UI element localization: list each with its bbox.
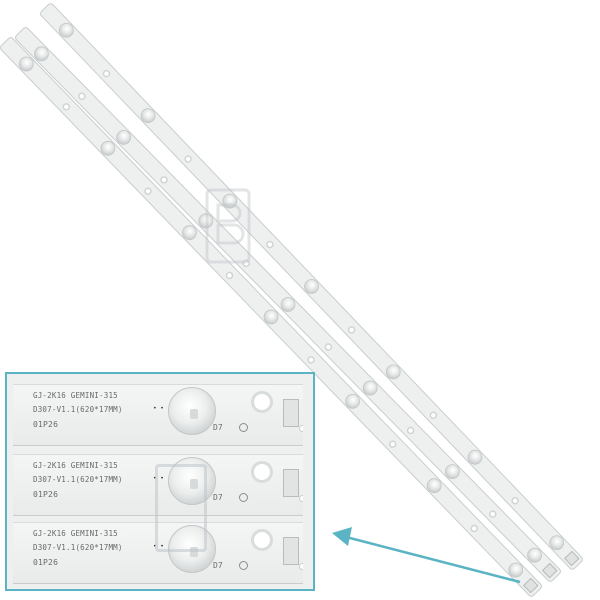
- mounting-hole-icon: [251, 461, 273, 483]
- mounting-hole-icon: [266, 240, 274, 249]
- mounting-hole-icon: [406, 426, 415, 435]
- connector-icon: [564, 550, 580, 567]
- mounting-hole-icon: [324, 343, 333, 351]
- led-lens-icon: [467, 449, 483, 465]
- marker-dots: • •: [153, 543, 164, 550]
- led-lens-icon: [182, 225, 197, 241]
- mounting-hole-icon: [184, 155, 192, 163]
- led-strip: [39, 3, 584, 570]
- mounting-hole-icon: [429, 411, 438, 420]
- mounting-hole-icon: [242, 259, 250, 268]
- strip-detail: GJ-2K16 GEMINI-315 D307-V1.1(620*17MM) 0…: [13, 384, 303, 446]
- part-label: D307-V1.1(620*17MM): [33, 543, 123, 552]
- mounting-hole-icon: [470, 524, 478, 533]
- marker-dots: • •: [153, 405, 164, 412]
- led-lens-icon: [198, 213, 214, 229]
- code-label: 01P26: [33, 490, 59, 499]
- mounting-hole-icon: [251, 391, 273, 413]
- marker-dot: [299, 425, 303, 432]
- led-lens-icon: [304, 279, 319, 294]
- mounting-hole-icon: [78, 92, 86, 101]
- connector-icon: [541, 562, 558, 579]
- led-lens-icon: [116, 129, 132, 145]
- mounting-hole-icon: [62, 103, 71, 111]
- led-lens-icon: [345, 393, 360, 409]
- model-label: GJ-2K16 GEMINI-315: [33, 461, 118, 470]
- led-lens-icon: [140, 108, 156, 124]
- strip-detail: GJ-2K16 GEMINI-315 D307-V1.1(620*17MM) 0…: [13, 454, 303, 516]
- led-lens-icon: [280, 297, 296, 312]
- led-lens-icon: [58, 22, 74, 38]
- led-label: D7: [213, 493, 223, 502]
- model-label: GJ-2K16 GEMINI-315: [33, 391, 118, 400]
- part-label: D307-V1.1(620*17MM): [33, 475, 123, 484]
- led-lens-icon: [34, 46, 49, 62]
- connector-icon: [522, 577, 539, 594]
- strip-detail: GJ-2K16 GEMINI-315 D307-V1.1(620*17MM) 0…: [13, 522, 303, 584]
- mounting-hole-icon: [225, 271, 234, 280]
- led-core: [190, 547, 198, 557]
- mounting-hole-icon: [144, 187, 152, 195]
- mounting-hole-icon: [489, 510, 497, 518]
- watermark-icon: [155, 464, 207, 552]
- mounting-hole-icon: [251, 529, 273, 551]
- led-lens-icon: [100, 140, 116, 156]
- led-lens-icon: [508, 562, 524, 578]
- mounting-hole-icon: [160, 176, 168, 184]
- part-label: D307-V1.1(620*17MM): [33, 405, 123, 414]
- model-label: GJ-2K16 GEMINI-315: [33, 529, 118, 538]
- code-label: 01P26: [33, 420, 59, 429]
- led-lens-icon: [222, 193, 238, 209]
- marker-dot: [299, 495, 303, 502]
- led-core: [190, 479, 198, 489]
- led-lens-icon: [444, 464, 460, 480]
- led-lens-icon: [549, 535, 565, 551]
- led-strip: [15, 27, 561, 582]
- led-lens-icon: [426, 478, 442, 494]
- marker-dot: [299, 563, 303, 570]
- mounting-hole-icon: [307, 356, 315, 364]
- connector-icon: [283, 399, 299, 427]
- led-label: D7: [213, 423, 223, 432]
- detail-inset: GJ-2K16 GEMINI-315 D307-V1.1(620*17MM) 0…: [5, 372, 315, 591]
- led-strips: [0, 3, 584, 597]
- led-lens-icon: [18, 56, 34, 72]
- led-label: D7: [213, 561, 223, 570]
- code-label: 01P26: [33, 558, 59, 567]
- mounting-hole-icon: [511, 496, 519, 505]
- led-lens-icon: [263, 309, 279, 325]
- led-core: [190, 409, 198, 419]
- connector-icon: [283, 469, 299, 497]
- mounting-hole-icon: [388, 440, 397, 448]
- watermark-icon: [205, 188, 251, 264]
- led-lens-icon: [362, 380, 378, 396]
- led-strip: [0, 37, 543, 597]
- arrow-icon: [332, 527, 521, 584]
- led-lens-icon: [385, 364, 401, 380]
- screw-icon: [239, 561, 248, 570]
- mounting-hole-icon: [102, 69, 111, 78]
- connector-icon: [283, 537, 299, 565]
- mounting-hole-icon: [347, 326, 356, 334]
- screw-icon: [239, 493, 248, 502]
- screw-icon: [239, 423, 248, 432]
- led-lens-icon: [527, 547, 542, 563]
- marker-dots: • •: [153, 475, 164, 482]
